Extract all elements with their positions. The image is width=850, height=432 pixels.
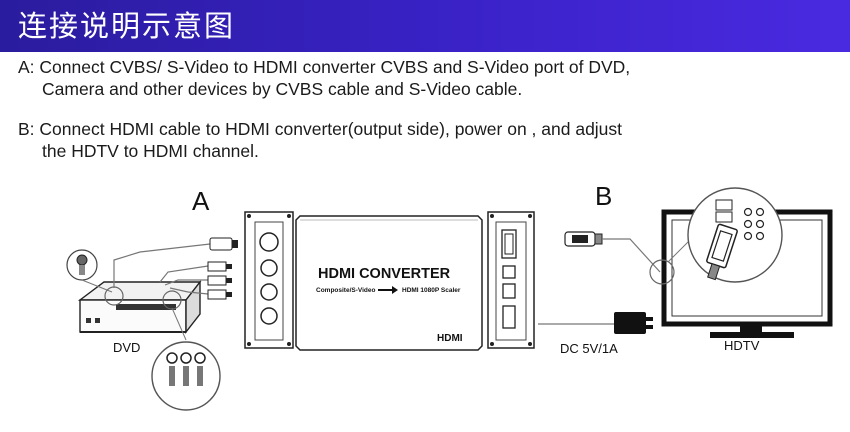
zoom-line bbox=[667, 239, 691, 263]
hdtv-label: HDTV bbox=[724, 338, 760, 353]
hdmi-cable bbox=[602, 238, 661, 273]
dvd-player bbox=[77, 279, 202, 335]
instruction-a-line2: Camera and other devices by CVBS cable a… bbox=[42, 79, 523, 99]
converter-output-label: HDMI 1080P Scaler bbox=[402, 287, 461, 294]
title-banner: 连接说明示意图 bbox=[0, 0, 850, 52]
instruction-b: B: Connect HDMI cable to HDMI converter(… bbox=[18, 118, 622, 162]
section-a-label: A bbox=[192, 186, 210, 216]
dvd-label: DVD bbox=[113, 340, 140, 355]
converter-title: HDMI CONVERTER bbox=[318, 266, 451, 282]
svideo-plug bbox=[209, 237, 238, 251]
power-adapter bbox=[538, 312, 653, 334]
converter-input-panel bbox=[244, 211, 294, 349]
tv-port-zoom bbox=[687, 187, 783, 283]
hdmi-plug bbox=[564, 231, 603, 247]
av-cables bbox=[113, 243, 211, 295]
arrow-icon bbox=[378, 286, 398, 294]
connection-diagram: A B DVD bbox=[66, 181, 833, 411]
hdmi-converter-box bbox=[295, 215, 483, 351]
converter-input-label: Composite/S-Video bbox=[316, 287, 376, 294]
instruction-b-line2: the HDTV to HDMI channel. bbox=[42, 141, 259, 161]
converter-output-panel bbox=[487, 211, 535, 349]
instruction-b-line1: B: Connect HDMI cable to HDMI converter(… bbox=[18, 119, 623, 139]
section-b-label: B bbox=[595, 181, 612, 211]
power-label: DC 5V/1A bbox=[560, 341, 618, 356]
instruction-a-line1: A: Connect CVBS/ S-Video to HDMI convert… bbox=[18, 57, 631, 77]
tv-port-highlight bbox=[649, 259, 675, 285]
rca-port-zoom bbox=[151, 290, 221, 411]
page-title: 连接说明示意图 bbox=[18, 9, 236, 43]
instruction-a: A: Connect CVBS/ S-Video to HDMI convert… bbox=[18, 56, 630, 100]
hdmi-logo: HDMI bbox=[437, 333, 463, 344]
rca-plugs bbox=[207, 261, 232, 300]
